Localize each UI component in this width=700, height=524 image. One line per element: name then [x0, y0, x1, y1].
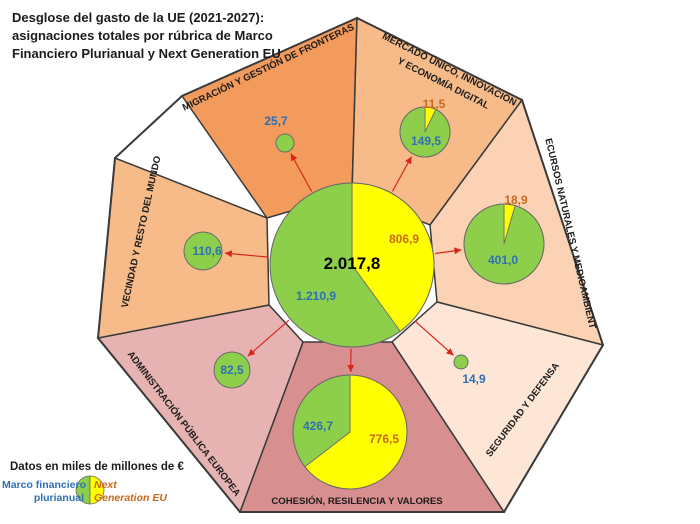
- legend-mff-line-2: plurianual: [34, 492, 84, 504]
- legend-ngeu-swatch: [89, 475, 105, 505]
- arrow-migracion: [290, 153, 313, 192]
- pie-seguridad-mff-slice: [453, 354, 469, 370]
- title-line-2: asignaciones totales por rúbrica de Marc…: [12, 28, 273, 43]
- pie-cohesion-outline: [292, 374, 408, 490]
- value-recursos-ngeu: 18,9: [504, 193, 528, 207]
- arrow-vecindad: [224, 252, 269, 258]
- pie-seguridad: [453, 354, 469, 370]
- units-note: Datos en miles de millones de €: [10, 461, 184, 473]
- value-administracion: 82,5: [220, 363, 244, 377]
- legend: Marco financiero plurianual Next Generat…: [2, 475, 167, 505]
- value-cohesion-mff: 426,7: [303, 419, 333, 433]
- pie-cohesion: [292, 374, 408, 490]
- value-recursos-mff: 401,0: [488, 253, 518, 267]
- arrow-head-cohesion: [347, 364, 355, 373]
- title-line-1: Desglose del gasto de la UE (2021-2027):: [12, 10, 264, 25]
- arrow-group: [224, 153, 462, 373]
- value-mercado-ngeu: 11,5: [423, 97, 446, 111]
- center-ngeu-value: 806,9: [389, 232, 419, 246]
- value-seguridad: 14,9: [462, 372, 486, 386]
- arrow-head-migracion: [290, 153, 298, 162]
- pie-group: [183, 106, 545, 490]
- arrow-seguridad: [414, 320, 454, 356]
- center-mff-value: 1.210,9: [296, 289, 336, 303]
- pie-vecindad-mff-slice: [183, 231, 223, 271]
- arrow-head-seguridad: [445, 348, 454, 356]
- heptagon-outline: [96, 16, 605, 513]
- pie-recursos-outline: [463, 203, 545, 285]
- arrow-administracion: [247, 319, 290, 357]
- segment-label-cohesion: COHESIÓN, RESILENCIA Y VALORES: [271, 495, 443, 507]
- pie-recursos: [463, 203, 545, 285]
- pie-administracion: [213, 351, 251, 389]
- legend-ngeu-line-2: Generation EU: [94, 492, 167, 504]
- pie-mercado-unico-outline: [399, 106, 451, 158]
- legend-mff-line-1: Marco financiero: [2, 479, 86, 491]
- pie-migracion: [275, 133, 295, 153]
- arrow-head-administracion: [247, 348, 256, 357]
- legend-ngeu-line-1: Next: [94, 479, 117, 491]
- value-migracion: 25,7: [264, 114, 288, 128]
- legend-mff-swatch: [75, 475, 91, 505]
- pie-mercado-unico: [399, 106, 451, 158]
- arrow-head-mercado-unico: [405, 156, 412, 165]
- arrow-head-vecindad: [224, 250, 233, 258]
- pie-center: [269, 182, 435, 348]
- pie-vecindad: [183, 231, 223, 271]
- arrow-head-recursos: [453, 247, 462, 255]
- pie-migracion-mff-slice: [275, 133, 295, 153]
- title-line-3: Financiero Plurianual y Next Generation …: [12, 46, 281, 61]
- center-total: 2.017,8: [324, 254, 381, 273]
- value-cohesion-ngeu: 776,5: [369, 432, 399, 446]
- pie-administracion-mff-slice: [213, 351, 251, 389]
- pie-center-outline: [269, 182, 435, 348]
- value-vecindad: 110,6: [192, 244, 222, 258]
- value-mercado-mff: 149,5: [411, 134, 441, 148]
